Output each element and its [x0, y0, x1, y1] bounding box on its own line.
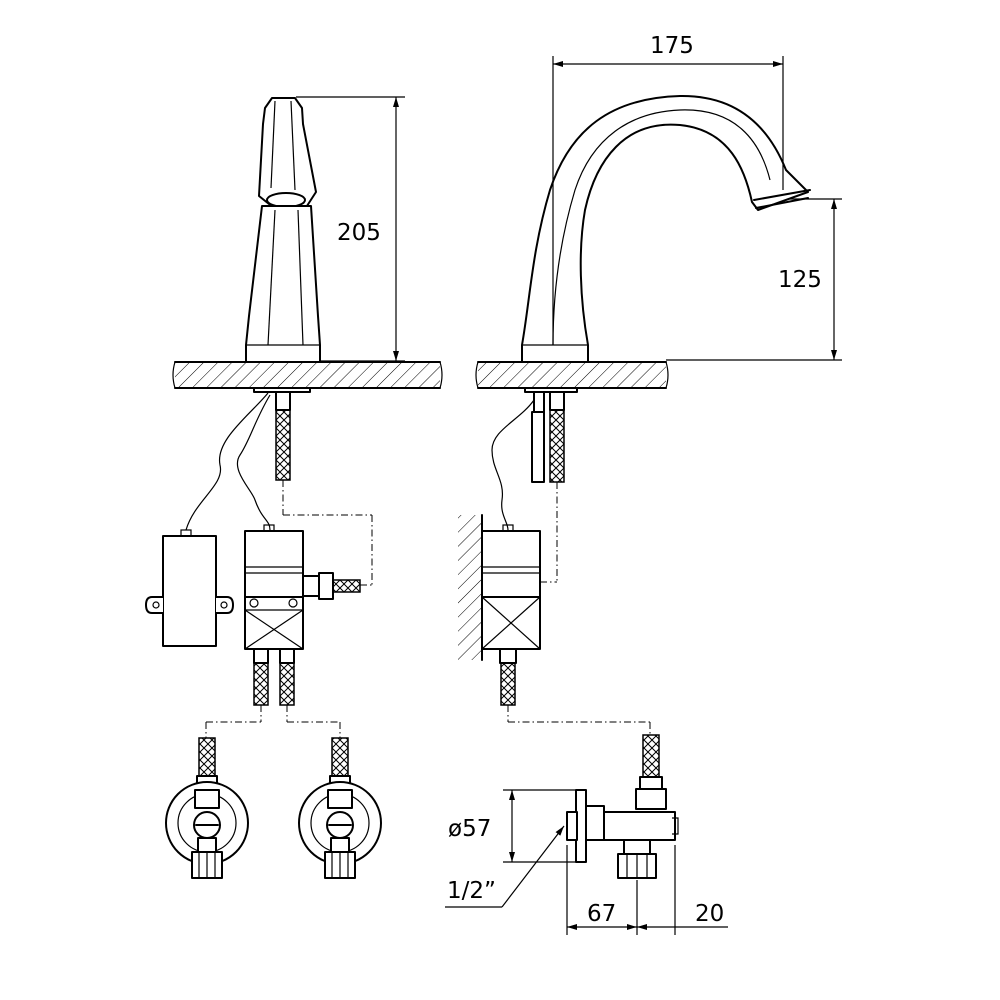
spout-side [521, 94, 811, 363]
dimension-label-thread: 1/2” [447, 878, 496, 904]
dimension-thread: 1/2” [445, 825, 565, 908]
wall-side [458, 514, 483, 661]
dimension-label-175: 175 [650, 33, 694, 59]
side-view: 175 125 ø57 1/2” [445, 33, 842, 935]
dimension-label-125: 125 [778, 267, 822, 293]
under-counter-front [180, 387, 373, 586]
dimension-67-20: 67 20 [566, 845, 728, 935]
dimension-205: 205 [296, 96, 405, 362]
dimension-label-205: 205 [337, 220, 381, 246]
angle-valve-left [165, 737, 249, 879]
angle-valve-side [566, 734, 679, 879]
dimension-125: 125 [666, 198, 842, 361]
dimension-label-diameter: ø57 [448, 816, 491, 842]
dimension-label-20: 20 [695, 901, 724, 927]
solenoid-valve-front [205, 530, 361, 738]
dimension-diameter-57: ø57 [448, 789, 576, 863]
countertop-front [172, 361, 443, 389]
under-counter-side [491, 387, 578, 583]
control-box [145, 535, 234, 647]
faucet-body-front [245, 97, 321, 363]
countertop-side [475, 361, 669, 389]
dimension-label-67: 67 [587, 901, 616, 927]
angle-valve-right [298, 737, 382, 879]
solenoid-valve-side [481, 530, 651, 735]
dimension-175: 175 [552, 33, 784, 345]
front-view: 205 [145, 96, 443, 879]
